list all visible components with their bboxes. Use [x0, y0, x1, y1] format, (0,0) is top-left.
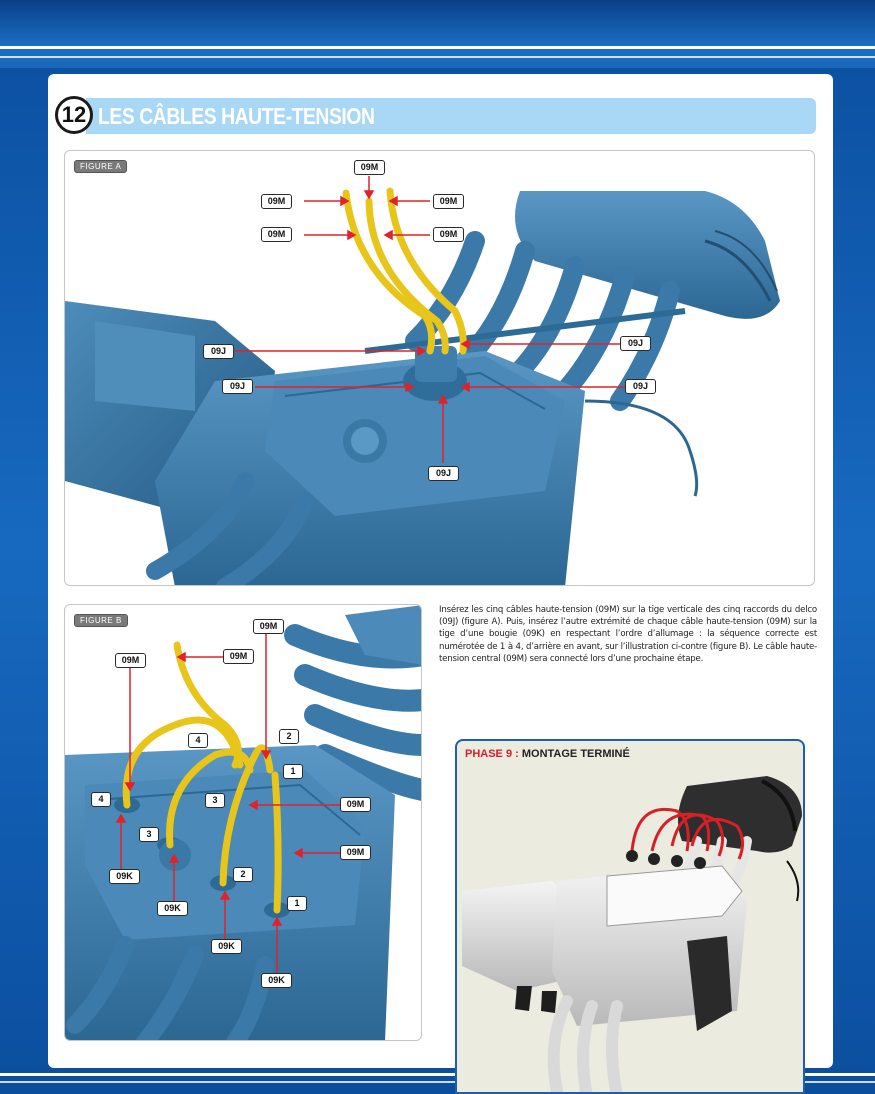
callout-09m: 09M	[223, 649, 254, 664]
callout-09j: 09J	[203, 344, 234, 359]
callout-09m: 09M	[261, 227, 292, 242]
firing-order-number: 2	[279, 729, 299, 744]
phase-label: PHASE 9 :	[465, 748, 519, 760]
step-heading-bar	[86, 98, 816, 134]
callout-09m: 09M	[115, 653, 146, 668]
firing-order-number: 4	[91, 792, 111, 807]
callout-09m: 09M	[433, 227, 464, 242]
firing-order-number: 4	[188, 733, 208, 748]
phase-box: PHASE 9 : MONTAGE TERMINÉ	[455, 739, 805, 1094]
callout-09j: 09J	[620, 336, 651, 351]
firing-order-number: 1	[283, 764, 303, 779]
callout-09k: 09K	[211, 939, 242, 954]
footer-stripe	[0, 1073, 875, 1076]
callout-09m: 09M	[340, 797, 371, 812]
callout-09j: 09J	[625, 379, 656, 394]
completed-assembly-illustration	[462, 776, 802, 1092]
figure-b-illustration	[65, 605, 421, 1040]
callout-09m: 09M	[253, 619, 284, 634]
header-stripe	[0, 46, 875, 49]
step-number: 12	[55, 96, 93, 134]
figure-b-tag: FIGURE B	[74, 614, 128, 627]
callout-09m: 09M	[433, 194, 464, 209]
footer-stripe	[0, 1081, 875, 1083]
callout-09m: 09M	[340, 845, 371, 860]
figure-a-illustration	[65, 176, 780, 585]
firing-order-number: 3	[205, 793, 225, 808]
instructions-text: Insérez les cinq câbles haute-tension (0…	[439, 605, 817, 664]
phase-title: PHASE 9 : MONTAGE TERMINÉ	[465, 748, 630, 760]
figure-a-tag: FIGURE A	[74, 160, 128, 173]
callout-09j: 09J	[428, 466, 459, 481]
figure-b: FIGURE B	[64, 604, 422, 1041]
callout-09m: 09M	[354, 160, 385, 175]
callout-09m: 09M	[261, 194, 292, 209]
figure-a: FIGURE A	[64, 150, 815, 586]
firing-order-number: 3	[139, 827, 159, 842]
firing-order-number: 2	[233, 867, 253, 882]
callout-09j: 09J	[222, 379, 253, 394]
callout-09k: 09K	[109, 869, 140, 884]
phase-caption: MONTAGE TERMINÉ	[521, 748, 630, 760]
callout-09k: 09K	[157, 901, 188, 916]
callout-09k: 09K	[261, 973, 292, 988]
header-stripe	[0, 56, 875, 58]
firing-order-number: 1	[287, 896, 307, 911]
step-title: LES CÂBLES HAUTE-TENSION	[98, 103, 375, 129]
